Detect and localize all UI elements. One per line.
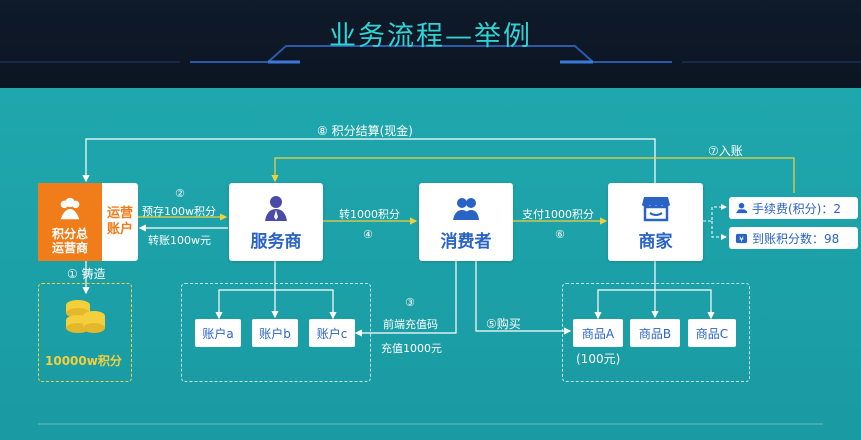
person-icon (265, 195, 287, 221)
operator-side-line2: 账户 (106, 222, 133, 237)
consumer-label: 消费者 (440, 231, 492, 252)
header-decoration (0, 45, 861, 64)
users-icon (453, 197, 479, 220)
sub-account-a[interactable]: 账户a (195, 319, 241, 347)
service-provider-label: 服务商 (250, 231, 302, 252)
step-settle-label: ⑧ 积分结算(现金) (317, 124, 413, 138)
fee-box: 手续费(积分)：2 (729, 197, 858, 219)
product-b[interactable]: 商品B (630, 319, 680, 347)
sub-account-c[interactable]: 账户c (309, 319, 355, 347)
coin-box (38, 283, 132, 382)
product-c-label: 商品C (695, 326, 729, 341)
sub-account-c-label: 账户c (316, 326, 348, 341)
sub-accounts-group (181, 283, 371, 382)
product-c[interactable]: 商品C (688, 319, 736, 347)
step-deposit-number: ② (175, 187, 185, 200)
product-b-label: 商品B (638, 326, 672, 341)
coin-stack-icon: ¥ (735, 233, 748, 243)
step-transfer-consumer-label: 转1000积分 (339, 208, 400, 221)
received-label: 到账积分数：98 (752, 231, 840, 246)
step-income-label: ⑦入账 (708, 144, 743, 158)
header-bar: 业务流程—举例 (0, 0, 861, 88)
step6-label: ⑥ (555, 228, 565, 241)
hand-coin-icon (735, 202, 748, 213)
operator-main-line2: 运营商 (51, 241, 88, 255)
step-deposit-label: 预存100w积分 (142, 205, 216, 218)
sub-account-b[interactable]: 账户b (252, 319, 298, 347)
page-title: 业务流程—举例 (329, 21, 532, 52)
merchant-node[interactable]: 商家 (608, 183, 703, 261)
coin-label: 10000w积分 (45, 354, 122, 368)
step3-label: ③ (405, 296, 415, 309)
coins-icon (66, 300, 105, 333)
service-provider-node[interactable]: 服务商 (229, 183, 323, 261)
step-buy-label: ⑤购买 (486, 317, 521, 331)
step-mint-label: ① 铸造 (67, 267, 106, 281)
operator-side-panel: 运营 账户 (104, 185, 136, 259)
sub-account-a-label: 账户a (202, 326, 234, 341)
received-box: ¥ 到账积分数：98 (729, 227, 858, 249)
svg-text:¥: ¥ (739, 234, 744, 243)
sub-account-b-label: 账户b (259, 326, 291, 341)
product-price-label: (100元) (576, 352, 621, 366)
product-a[interactable]: 商品A (573, 319, 623, 347)
step4-label: ④ (363, 228, 373, 241)
products-group (562, 283, 750, 382)
step-pay-label: 支付1000积分 (522, 208, 594, 221)
product-a-label: 商品A (581, 326, 615, 341)
users-icon (60, 197, 80, 220)
operator-node[interactable]: 积分总 运营商 运营 账户 (38, 183, 138, 261)
fee-label: 手续费(积分)：2 (752, 201, 841, 216)
recharge-label: 充值1000元 (381, 342, 442, 355)
operator-main-panel: 积分总 运营商 (38, 183, 102, 261)
operator-side-line1: 运营 (106, 206, 133, 221)
operator-main-line1: 积分总 (51, 227, 88, 241)
merchant-label: 商家 (638, 231, 673, 252)
recharge-code-label: 前端充值码 (383, 318, 438, 331)
consumer-node[interactable]: 消费者 (419, 183, 513, 261)
step-transfer-back-label: 转账100w元 (148, 234, 211, 247)
shop-icon (641, 196, 670, 221)
